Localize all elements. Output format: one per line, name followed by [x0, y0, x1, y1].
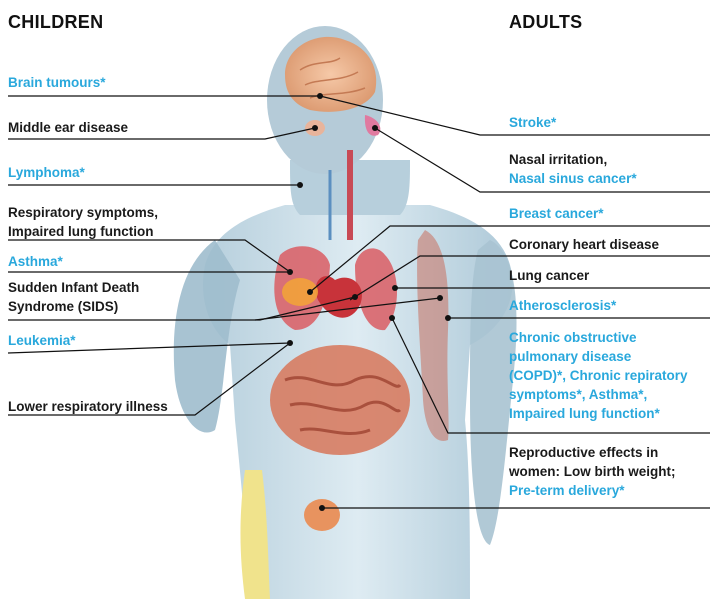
dot-lymph [297, 182, 303, 188]
dot-nose [372, 125, 378, 131]
dot-leukemia [287, 340, 293, 346]
label-lymphoma: Lymphoma* [8, 163, 85, 182]
dot-copd [389, 315, 395, 321]
dot-breast [307, 289, 313, 295]
dot-ear [312, 125, 318, 131]
nasal-line-1: Nasal irritation, [509, 150, 637, 169]
copd-line-1: Chronic obstructive [509, 328, 688, 347]
label-middle-ear-disease: Middle ear disease [8, 118, 128, 137]
respiratory-line-1: Respiratory symptoms, [8, 203, 158, 222]
label-brain-tumours: Brain tumours* [8, 73, 106, 92]
children-heading: CHILDREN [8, 12, 103, 33]
label-stroke: Stroke* [509, 113, 556, 132]
label-atherosclerosis: Atherosclerosis* [509, 296, 616, 315]
copd-line-5: Impaired lung function* [509, 404, 688, 423]
dot-vessel [437, 295, 443, 301]
dot-heart [352, 294, 358, 300]
copd-line-3: (COPD)*, Chronic repiratory [509, 366, 688, 385]
repro-line-2: women: Low birth weight; [509, 462, 675, 481]
copd-line-4: symptoms*, Asthma*, [509, 385, 688, 404]
label-sids: Sudden Infant Death Syndrome (SIDS) [8, 278, 139, 316]
label-reproductive-effects: Reproductive effects in women: Low birth… [509, 443, 675, 500]
repro-line-1: Reproductive effects in [509, 443, 675, 462]
copd-line-2: pulmonary disease [509, 347, 688, 366]
repro-line-3: Pre-term delivery* [509, 481, 675, 500]
dot-repro [319, 505, 325, 511]
label-asthma: Asthma* [8, 252, 63, 271]
adults-heading: ADULTS [509, 12, 582, 33]
respiratory-line-2: Impaired lung function [8, 222, 158, 241]
nasal-line-2: Nasal sinus cancer* [509, 169, 637, 188]
line-athero-2 [255, 298, 440, 320]
label-nasal: Nasal irritation, Nasal sinus cancer* [509, 150, 637, 188]
dot-athero [445, 315, 451, 321]
dot-brain [317, 93, 323, 99]
label-lung-cancer: Lung cancer [509, 266, 589, 285]
label-lower-respiratory-illness: Lower respiratory illness [8, 397, 168, 416]
sids-line-2: Syndrome (SIDS) [8, 297, 139, 316]
label-respiratory-symptoms: Respiratory symptoms, Impaired lung func… [8, 203, 158, 241]
dot-asthma [287, 269, 293, 275]
label-leukemia: Leukemia* [8, 331, 76, 350]
label-coronary-heart-disease: Coronary heart disease [509, 235, 659, 254]
sids-line-1: Sudden Infant Death [8, 278, 139, 297]
label-copd: Chronic obstructive pulmonary disease (C… [509, 328, 688, 423]
dot-lung [392, 285, 398, 291]
label-breast-cancer: Breast cancer* [509, 204, 604, 223]
